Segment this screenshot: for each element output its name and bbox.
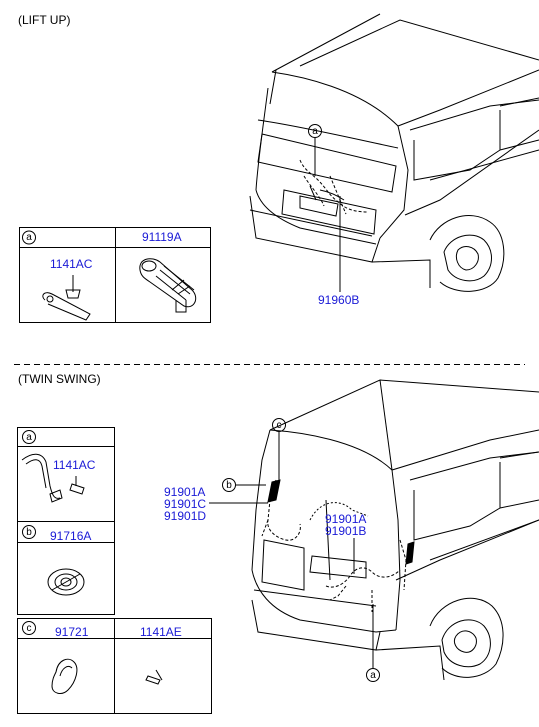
twinswing-callout-a: a: [370, 669, 376, 681]
part-label-1141ae[interactable]: 1141AE: [140, 625, 182, 639]
part-label-1141ac-twinswing[interactable]: 1141AC: [53, 458, 96, 472]
liftup-callout-a: a: [312, 125, 318, 137]
liftup-callout-a-circle: [308, 124, 322, 138]
liftup-table-a-circle: [22, 230, 36, 245]
liftup-parts-table: [19, 227, 211, 323]
part-label-91119a[interactable]: 91119A: [142, 230, 182, 244]
twinswing-callout-c-circle: [272, 418, 286, 432]
twinswing-callout-b-circle: [222, 478, 236, 492]
part-label-91716a[interactable]: 91716A: [50, 529, 92, 543]
twinswing-table-key-c: c: [26, 622, 32, 634]
part-label-91960b[interactable]: 91960B: [318, 293, 360, 307]
twinswing-callout-a-circle: [366, 668, 380, 682]
twinswing-callout-b: b: [226, 479, 232, 491]
section-title-twin-swing: (TWIN SWING): [18, 372, 101, 386]
grommet-91716a-drawing: [47, 568, 85, 596]
part-label-1141ac-liftup[interactable]: 1141AC: [50, 257, 93, 271]
part-label-91901a-left[interactable]: 91901A: [164, 485, 206, 499]
twinswing-parts-table: [17, 427, 212, 714]
twinswing-cable-bolt-drawing: [21, 453, 85, 503]
liftup-bolt-bracket-drawing: [42, 275, 91, 321]
screw-1141ae-drawing: [145, 669, 163, 685]
part-label-91901a-right[interactable]: 91901A: [325, 512, 367, 526]
part-label-91901c[interactable]: 91901C: [164, 497, 207, 511]
part-label-91901d[interactable]: 91901D: [164, 509, 207, 523]
twinswing-table-c-circle: [22, 621, 36, 635]
liftup-van-illustration: [249, 13, 539, 292]
twinswing-van-illustration: [251, 379, 539, 681]
part-label-91901b[interactable]: 91901B: [325, 524, 367, 538]
cap-91721-drawing: [51, 658, 78, 694]
twinswing-table-a-circle: [22, 430, 36, 444]
twinswing-table-b-circle: [22, 525, 36, 539]
grommet-91119a-drawing: [139, 258, 197, 313]
twinswing-table-key-b: b: [26, 526, 32, 538]
part-label-91721[interactable]: 91721: [55, 625, 89, 639]
liftup-table-key-a: a: [26, 232, 32, 243]
twinswing-callout-c: c: [276, 419, 282, 431]
section-title-lift-up: (LIFT UP): [18, 13, 71, 27]
twinswing-table-key-a: a: [26, 431, 32, 443]
